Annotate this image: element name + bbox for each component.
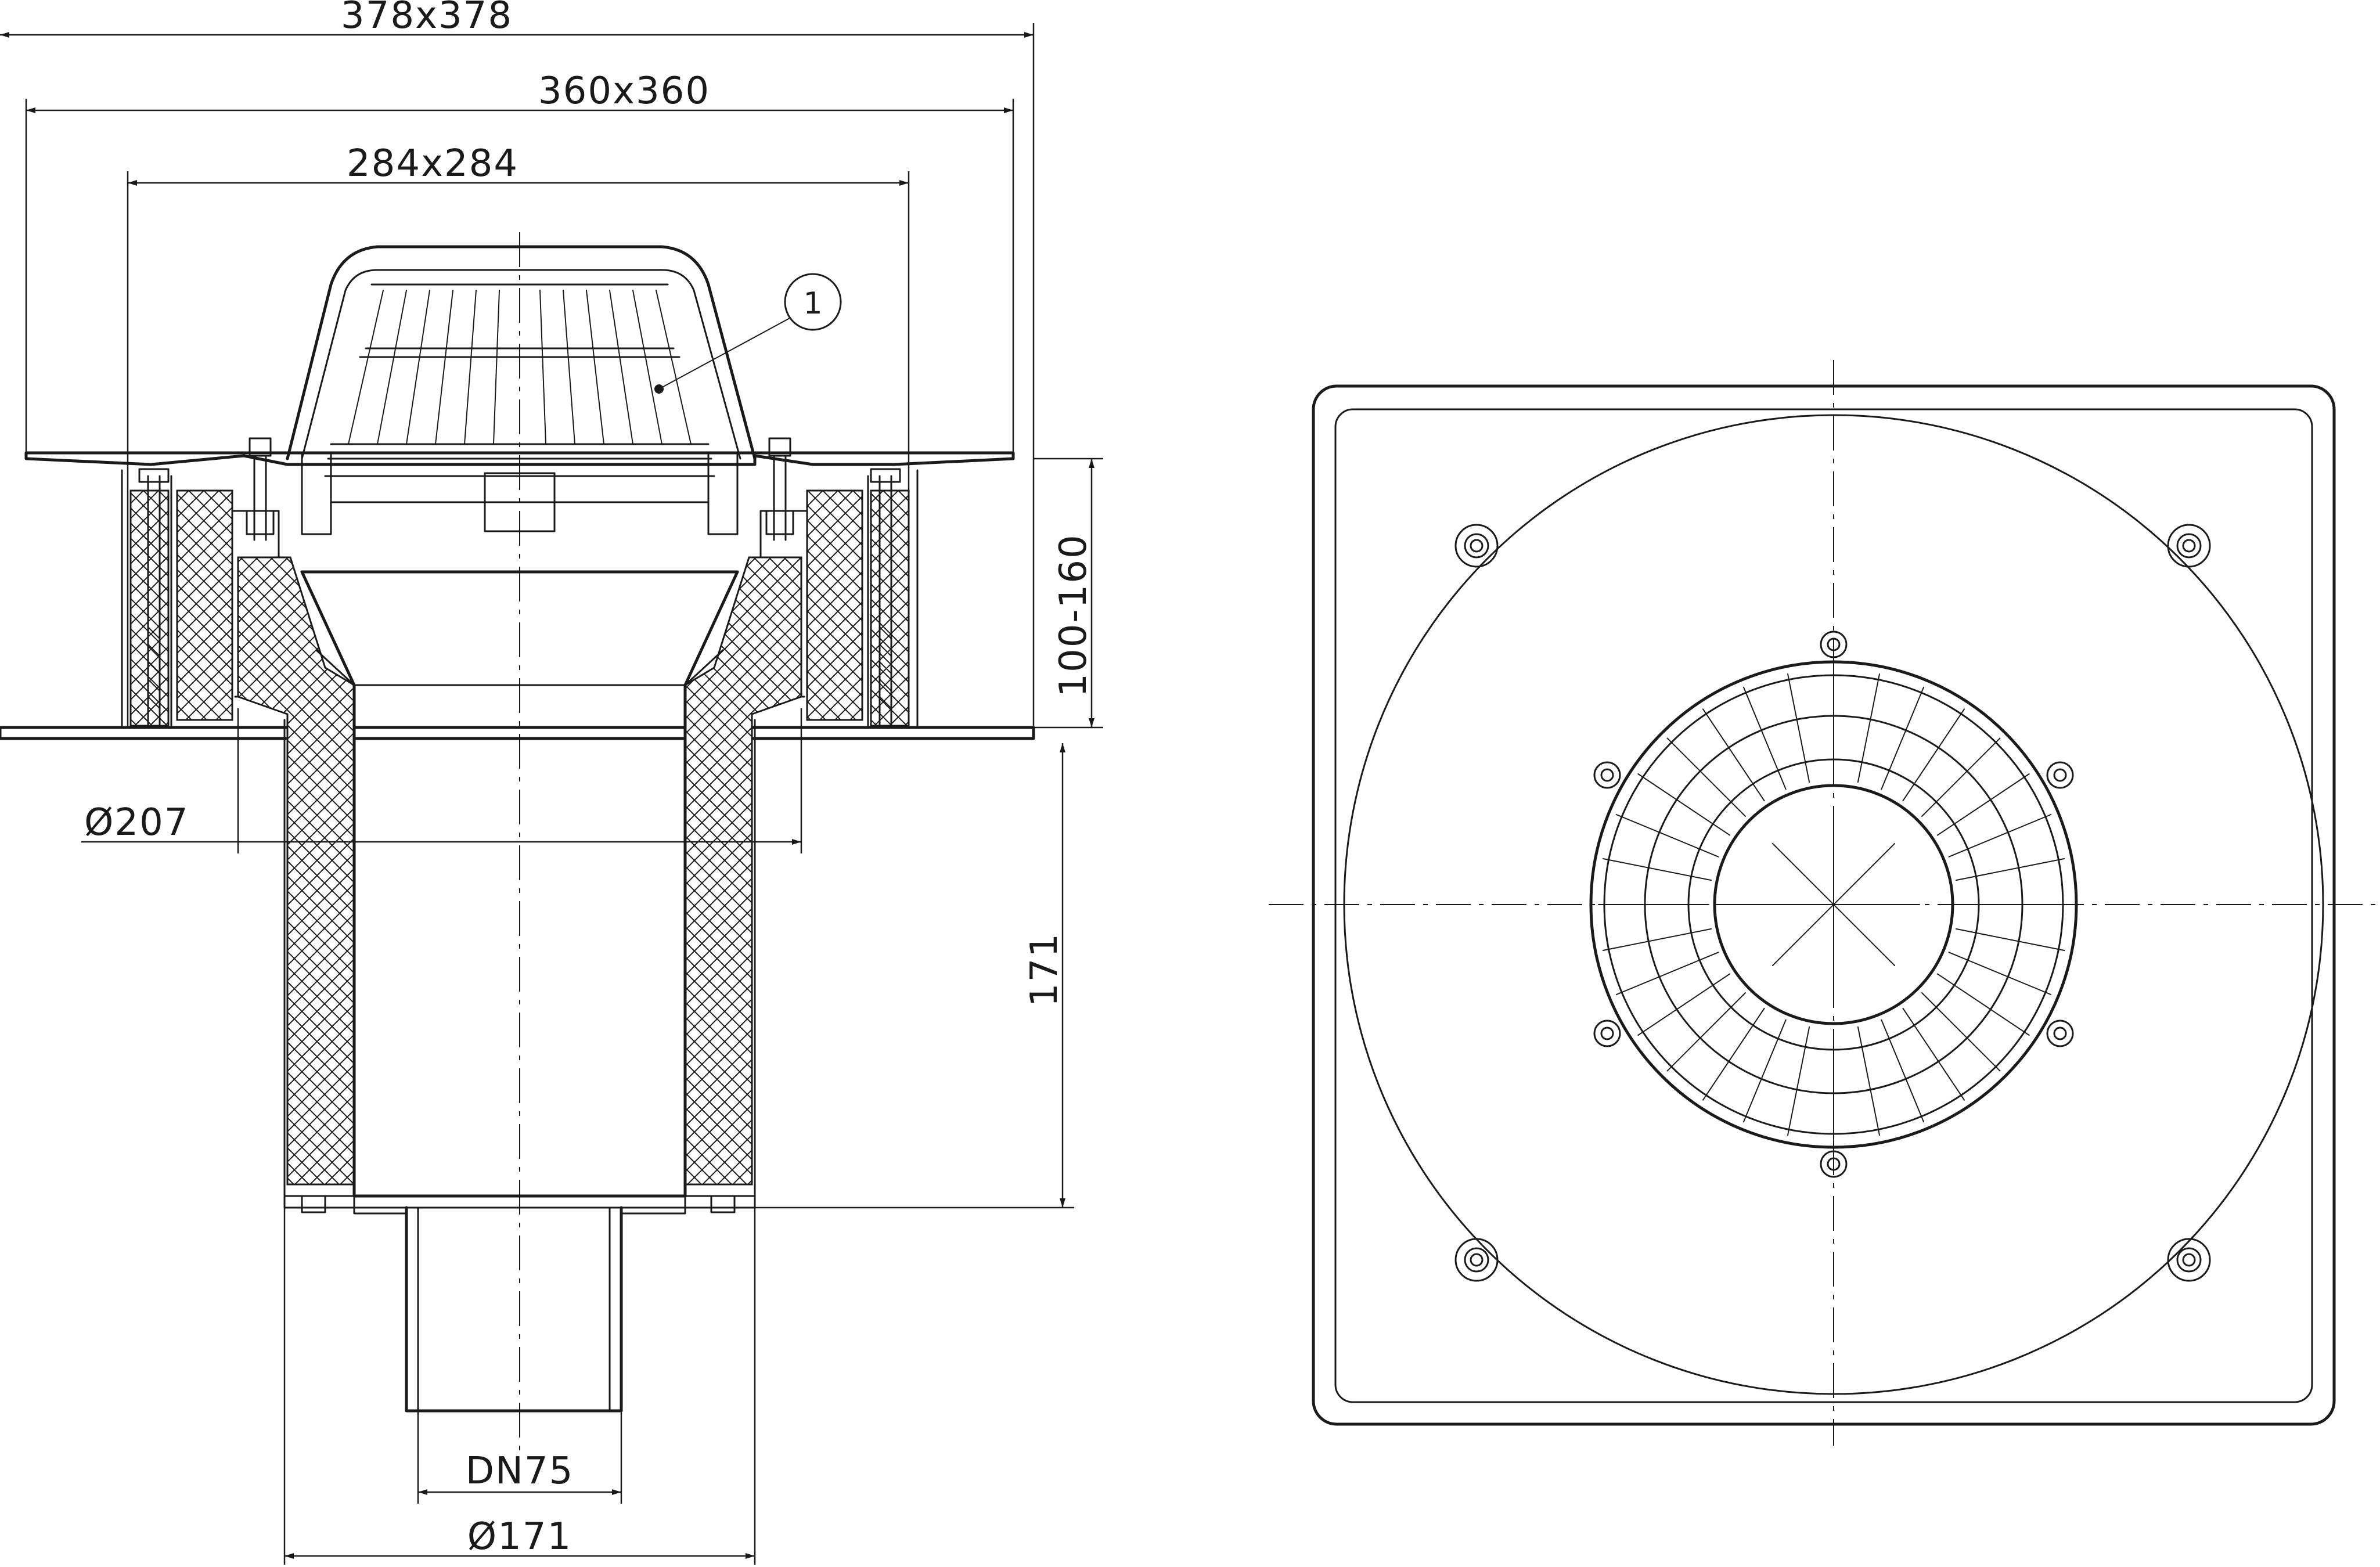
grating-rib xyxy=(1902,1007,1965,1101)
grating-rib xyxy=(1743,686,1787,790)
section-view: 1 378x378 360x360 284x284 100-160 Ø207 xyxy=(0,0,1103,1565)
grating-rib xyxy=(1948,952,2052,995)
callout-1: 1 xyxy=(654,273,842,394)
right-clamp-bolt xyxy=(707,437,794,541)
grating-rib xyxy=(1921,737,2001,817)
grating-rib xyxy=(1637,973,1731,1036)
grating-rib xyxy=(1615,952,1719,995)
grating-rib xyxy=(1702,708,1765,802)
corner-screw-tl xyxy=(1454,524,1499,568)
left-insulation-outer xyxy=(129,489,170,727)
right-screw xyxy=(870,468,901,727)
grating-rib xyxy=(1666,737,1746,817)
dim-378: 378x378 xyxy=(341,0,513,37)
left-clamp-bolt xyxy=(246,437,332,541)
right-insulation-inner xyxy=(806,489,863,721)
grating-rib xyxy=(1787,673,1810,783)
grating-rib xyxy=(1955,928,2065,951)
dn75-spigot xyxy=(405,1206,623,1413)
grating-rib xyxy=(1787,1026,1810,1136)
dim-dn75: DN75 xyxy=(466,1450,574,1493)
grating-rib xyxy=(1955,858,2065,881)
corner-screw-tr xyxy=(2167,524,2211,568)
left-funnel-insulation xyxy=(237,556,355,1186)
grating-rib xyxy=(1881,686,1924,790)
grating-rib xyxy=(1857,673,1880,783)
corner-screw-bl xyxy=(1454,1238,1499,1282)
grating-center-disc xyxy=(1713,784,1954,1025)
grating-rib xyxy=(1743,1019,1787,1123)
grating-rib xyxy=(1702,1007,1765,1101)
corner-screw-br xyxy=(2167,1238,2211,1282)
grating-rib xyxy=(1936,973,2030,1036)
grating-rib xyxy=(1948,814,2052,858)
membrane-flange xyxy=(24,451,1015,466)
grating-rib xyxy=(1921,992,2001,1072)
grating-rib xyxy=(1857,1026,1880,1136)
grating-rib xyxy=(1602,928,1712,951)
dim-207: Ø207 xyxy=(84,801,189,844)
left-insulation-inner xyxy=(176,489,233,721)
grating-rib xyxy=(1902,708,1965,802)
dim-100-160: 100-160 xyxy=(1052,534,1095,697)
outer-flange-plate xyxy=(0,726,1035,740)
grating-rib xyxy=(1881,1019,1924,1123)
dim-284: 284x284 xyxy=(347,142,519,185)
grating-rib xyxy=(1602,858,1712,881)
left-screw xyxy=(138,468,170,727)
clamp-ring-nuts xyxy=(1593,631,2074,1178)
dim-171-diameter: Ø171 xyxy=(467,1515,573,1558)
plan-view xyxy=(1269,360,2378,1446)
callout-label: 1 xyxy=(803,286,822,321)
grating-rib xyxy=(1666,992,1746,1072)
grating-outer-ring xyxy=(1589,660,2078,1149)
grating-ribs xyxy=(1598,669,2069,1140)
right-insulation-outer xyxy=(870,489,910,727)
dome-grating xyxy=(286,245,757,532)
dim-360: 360x360 xyxy=(538,70,710,113)
grating-rib xyxy=(1637,773,1731,836)
right-funnel-insulation xyxy=(684,556,802,1186)
grating-rib xyxy=(1615,814,1719,858)
dim-171-depth: 171 xyxy=(1023,932,1066,1007)
grating-rib xyxy=(1936,773,2030,836)
plan-inner-square xyxy=(1334,408,2313,1403)
